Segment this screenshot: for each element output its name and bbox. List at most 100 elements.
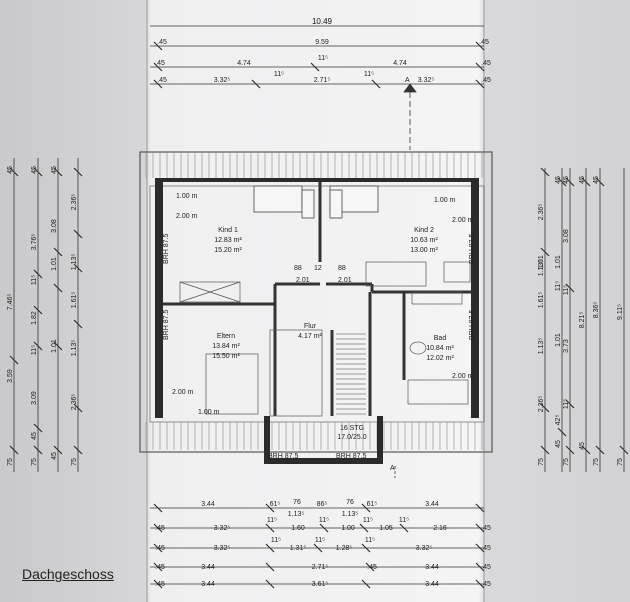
dim-text: 3.76⁵	[31, 234, 38, 251]
dim-text: 75	[593, 458, 600, 466]
dim-text: 1.01	[555, 255, 562, 269]
dim-text: 1.01	[538, 255, 545, 269]
dim-text: 3.44	[201, 501, 215, 508]
dim-text: 1.60	[291, 525, 305, 532]
door-dim: 2.01	[338, 277, 352, 284]
dim-text: .45	[155, 545, 165, 552]
room-area: 12.83 m²	[214, 237, 242, 244]
dim-text: .45	[155, 60, 165, 67]
dim-text: 9.11⁵	[617, 304, 624, 320]
room-name: Kind 1	[218, 227, 238, 234]
dim-text: 76	[346, 499, 354, 506]
door-dim: 88	[294, 265, 302, 272]
dormer-windows	[253, 185, 379, 219]
dim-text: 76	[293, 499, 301, 506]
dim-text: 2.36⁵	[538, 396, 545, 413]
dim-text: 4.74	[393, 60, 407, 67]
section-label: A	[390, 465, 395, 472]
door-dim: 88	[338, 265, 346, 272]
dim-text: 75	[538, 458, 545, 466]
dim-text: 45	[51, 166, 58, 174]
dim-text: 11⁵	[315, 537, 325, 544]
dim-text: 3.44	[425, 564, 439, 571]
dim-text: 75	[31, 458, 38, 466]
dim-text: 1.28⁵	[336, 545, 353, 552]
dim-text: 11⁵	[318, 55, 328, 62]
dim-text: 3.08	[563, 229, 570, 243]
dim-text: 1.13⁵	[71, 254, 78, 271]
dim-text: 9.59	[315, 39, 329, 46]
dim-text: 11⁵	[31, 275, 38, 285]
dim-text: 3.32⁵	[416, 545, 433, 552]
room-area: 12.02 m²	[426, 355, 454, 362]
room-area: 15.50 m²	[212, 353, 240, 360]
dim-text: 11⁵	[399, 517, 409, 524]
dim-text: 11⁵	[555, 281, 562, 291]
height-label: 1.00 m	[198, 409, 220, 416]
dim-text: 61⁵	[270, 501, 281, 508]
dim-text: .45	[481, 60, 491, 67]
dim-text: 1.61⁵	[538, 292, 545, 309]
dim-text: 45	[31, 166, 38, 174]
room-name: Kind 2	[414, 227, 434, 234]
room-name: Flur	[304, 323, 317, 330]
sill-label: BRH 87.5	[268, 453, 298, 460]
dim-text: 3.59	[7, 369, 14, 383]
height-label: 2.00 m	[452, 373, 474, 380]
sill-label: BRH 87.5	[336, 453, 366, 460]
dim-text: 45	[555, 440, 562, 448]
section-marks	[394, 83, 417, 478]
dim-text: 3.32⁵	[214, 77, 231, 84]
dim-text: 3.32⁵	[214, 525, 231, 532]
dim-text: 4.74	[237, 60, 251, 67]
sill-label: BRH 87.5	[469, 234, 476, 264]
dim-text: 61⁵	[367, 501, 378, 508]
dim-text: 10.49	[312, 17, 333, 26]
dim-text: 75	[563, 458, 570, 466]
dim-text: 45	[51, 452, 58, 460]
dim-text: 42⁵	[555, 415, 562, 426]
room-name: Bad	[434, 335, 447, 342]
roof-outline	[139, 151, 493, 453]
dim-text: 1.13⁵	[342, 511, 359, 518]
dim-text: 1.01	[555, 333, 562, 347]
dim-text: 2.71⁵	[312, 564, 329, 571]
room-name: Eltern	[217, 333, 235, 340]
dim-text: 45	[579, 442, 586, 450]
dim-text: .45	[481, 77, 491, 84]
dim-text: 3.32⁵	[214, 545, 231, 552]
dim-text: 3.09	[31, 391, 38, 405]
dim-text: 3.44	[201, 564, 215, 571]
dim-text: 3.32⁵	[418, 77, 435, 84]
dim-text: 11⁵	[364, 71, 374, 78]
sill-label: BRH 87.5	[469, 310, 476, 340]
dim-text: 3.44	[425, 501, 439, 508]
dim-text: 1.01	[51, 339, 58, 353]
dim-text: 3.61⁵	[312, 581, 329, 588]
outer-walls	[155, 178, 479, 464]
dim-text: 45	[563, 176, 570, 184]
dim-text: .45	[155, 525, 165, 532]
height-label: 2.00 m	[452, 217, 474, 224]
dim-text: 11⁵	[274, 71, 284, 78]
dim-text: 7.46⁵	[7, 294, 14, 311]
dim-text: 2.71⁵	[314, 77, 331, 84]
dim-text: 45	[579, 176, 586, 184]
dim-text: .45	[155, 581, 165, 588]
dim-text: 1.13⁵	[288, 511, 305, 518]
dim-text: 11⁵	[271, 537, 281, 544]
dim-text: 1.61⁵	[71, 292, 78, 309]
dim-text: 11⁵	[365, 537, 375, 544]
dim-text: 2.36⁵	[71, 194, 78, 211]
dim-text: .45	[481, 525, 491, 532]
dim-text: 11⁵	[319, 517, 329, 524]
dim-text: .45	[481, 545, 491, 552]
paper-fold	[146, 0, 148, 602]
door-dim: 2.01	[296, 277, 310, 284]
dim-text: 75	[617, 458, 624, 466]
room-area: 13.00 m²	[410, 247, 438, 254]
dim-text: .45	[155, 564, 165, 571]
dim-text: 45	[555, 176, 562, 184]
stair-label: 17.0/25.0	[337, 434, 366, 441]
